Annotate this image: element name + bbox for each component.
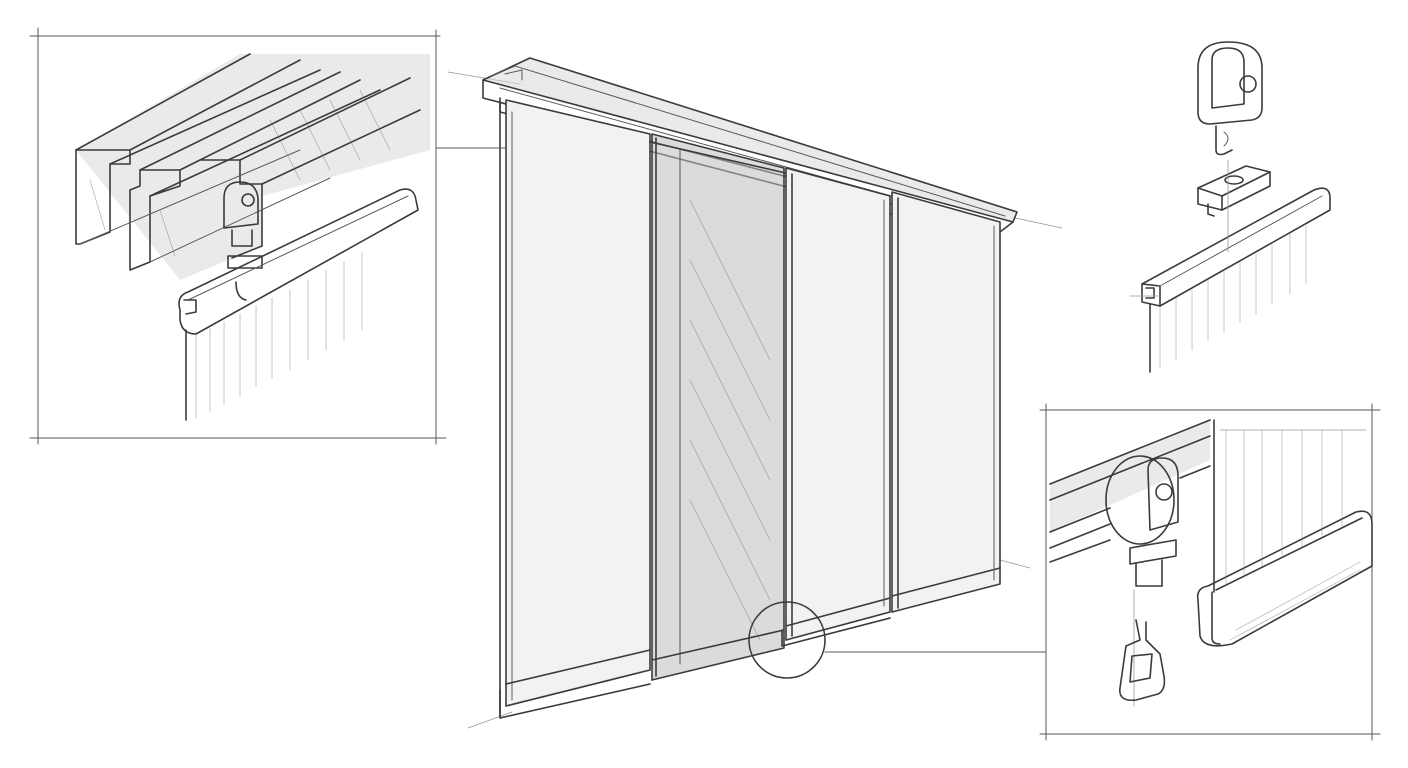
fabric-panel [185, 251, 363, 421]
bottom-rail [1196, 510, 1373, 647]
rail-profile [1129, 159, 1331, 307]
panel-1 [499, 99, 651, 719]
detail-carrier-exploded [1129, 41, 1331, 373]
detail-marker-circle [748, 601, 826, 679]
track-section [1049, 419, 1211, 563]
panel-rail [178, 188, 419, 335]
insert-piece [1197, 165, 1271, 217]
carrier-block [1197, 41, 1263, 156]
roller [1105, 455, 1179, 707]
panel-4 [891, 191, 1001, 613]
roller-carrier [223, 181, 263, 269]
hook [1119, 619, 1166, 702]
main-assembly [439, 57, 1063, 729]
panel-3 [781, 167, 891, 647]
fabric-hang [1213, 419, 1367, 593]
panel-2 [649, 133, 791, 681]
detail-joint-closeup [1039, 403, 1381, 741]
fabric-strip [1149, 225, 1307, 373]
detail-track-section [29, 27, 506, 445]
